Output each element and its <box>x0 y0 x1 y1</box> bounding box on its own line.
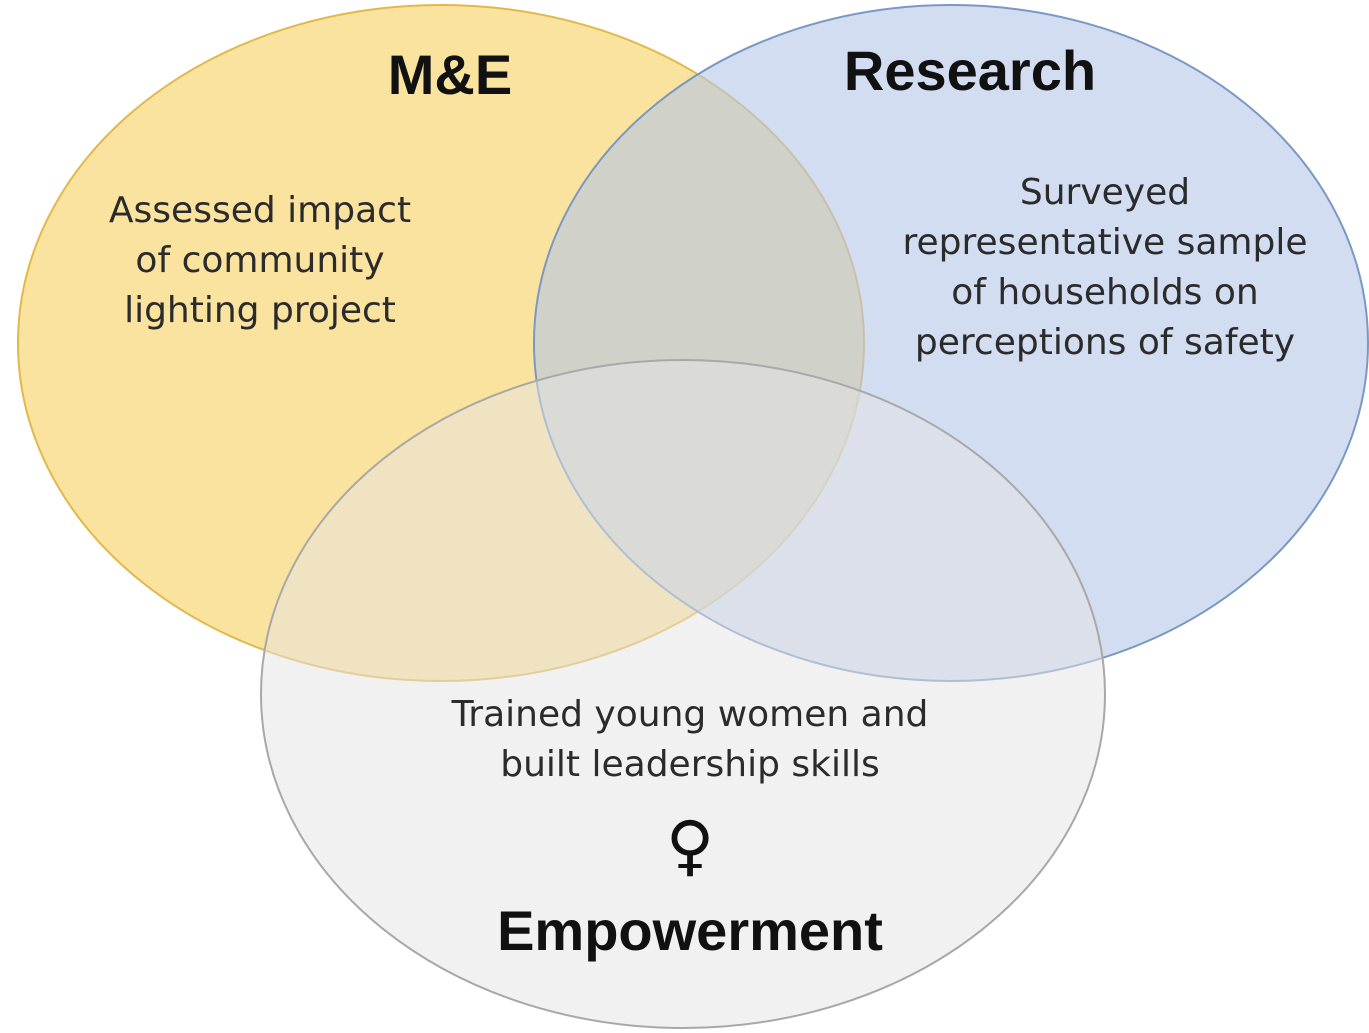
me-description: Assessed impact of community lighting pr… <box>108 190 412 331</box>
research-description: Surveyed representative sample of househ… <box>902 172 1308 363</box>
empowerment-description: Trained young women and built leadership… <box>451 694 929 785</box>
empowerment-title: Empowerment <box>497 899 883 962</box>
female-symbol-icon: ♀ <box>665 807 715 884</box>
research-title: Research <box>843 39 1097 102</box>
me-title: M&E <box>387 43 513 106</box>
empowerment-circle <box>260 359 1106 1029</box>
